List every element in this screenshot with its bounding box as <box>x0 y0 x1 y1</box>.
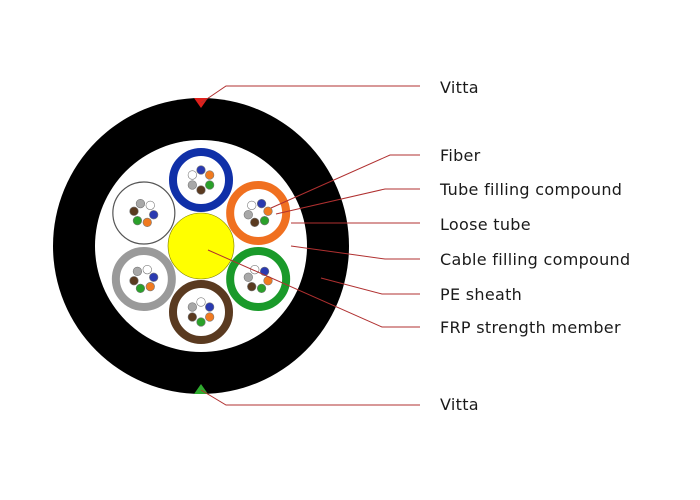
leader-line-vitta-bottom <box>200 389 420 406</box>
loose-tube-blue <box>169 148 233 212</box>
fiber-orange <box>205 312 215 322</box>
fiber-green <box>132 216 143 226</box>
loose-tube-gray <box>111 247 176 311</box>
fiber-green <box>196 317 206 327</box>
leader-line-pe-sheath <box>320 277 420 295</box>
leader-line-cable-filling <box>290 245 420 260</box>
fiber-gray <box>243 272 253 282</box>
fiber-gray <box>187 180 197 190</box>
fiber-blue <box>149 272 159 282</box>
fiber-orange <box>142 217 152 227</box>
fiber-green <box>135 283 146 293</box>
loose-tube-green <box>226 247 291 311</box>
leader-line-frp <box>207 249 420 328</box>
fiber-brown <box>196 185 206 195</box>
fiber-white <box>142 265 152 275</box>
fiber-blue <box>205 302 215 312</box>
fiber-white <box>247 200 257 210</box>
leader-line-vitta-top <box>200 85 420 104</box>
label-tube-filling-compound: Tube filling compound <box>439 180 622 199</box>
fiber-gray <box>135 199 146 209</box>
leader-line-tube-filling <box>275 188 420 215</box>
leader-lines <box>200 85 420 406</box>
loose-tubes-group <box>111 148 291 344</box>
loose-tube-orange <box>226 181 291 245</box>
label-fiber: Fiber <box>440 146 481 165</box>
fiber-blue <box>259 266 270 276</box>
fiber-white <box>187 170 197 180</box>
fiber-brown <box>247 282 257 292</box>
fiber-blue <box>149 210 159 220</box>
loose-tube-brown <box>169 280 233 344</box>
label-cable-filling-compound: Cable filling compound <box>440 250 630 269</box>
fiber-gray <box>132 266 143 276</box>
fiber-green <box>205 180 215 190</box>
fiber-green <box>259 216 270 226</box>
fiber-white <box>145 200 155 210</box>
fiber-orange <box>205 170 215 180</box>
fiber-orange <box>145 282 155 292</box>
fiber-white <box>196 297 206 307</box>
label-frp-strength-member: FRP strength member <box>440 318 621 337</box>
fiber-brown <box>129 206 139 216</box>
label-vitta-top: Vitta <box>440 78 479 97</box>
fiber-gray <box>187 302 197 312</box>
fiber-brown <box>187 312 197 322</box>
fiber-blue <box>256 199 267 209</box>
fiber-green <box>256 283 267 293</box>
fiber-brown <box>250 217 260 227</box>
fiber-blue <box>196 165 206 175</box>
fiber-orange <box>263 206 273 216</box>
fiber-gray <box>243 210 253 220</box>
leader-line-fiber <box>270 154 420 209</box>
label-pe-sheath: PE sheath <box>440 285 522 304</box>
label-vitta-bottom: Vitta <box>440 395 479 414</box>
label-loose-tube: Loose tube <box>440 215 531 234</box>
fiber-brown <box>129 276 139 286</box>
frp-strength-member <box>167 212 235 280</box>
vitta-bottom-marker <box>194 384 208 394</box>
loose-tube-white <box>112 181 176 245</box>
